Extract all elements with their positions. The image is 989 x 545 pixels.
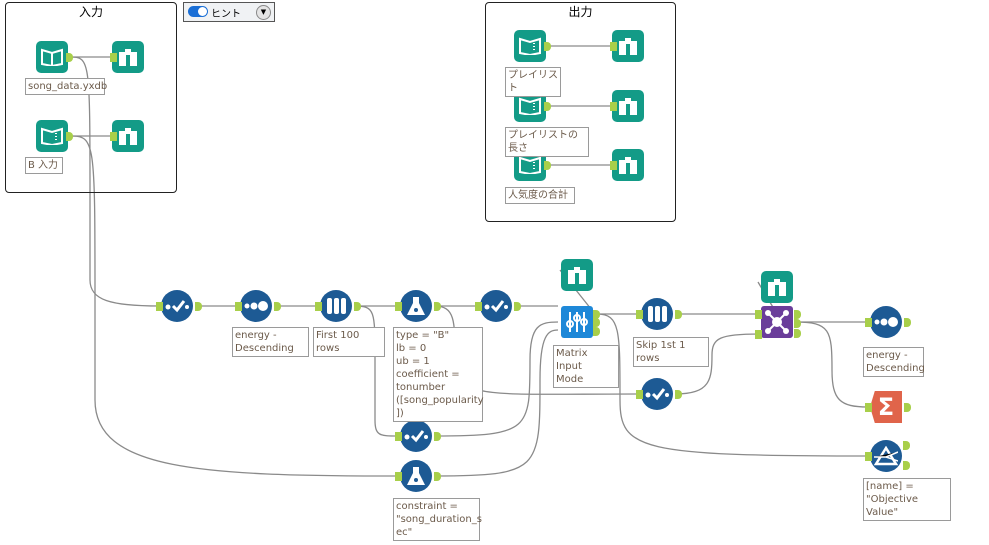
- input-anchor[interactable]: [395, 432, 402, 441]
- output-anchor[interactable]: [66, 53, 73, 62]
- browse-binoculars-icon[interactable]: [112, 41, 144, 73]
- output-anchor[interactable]: [274, 302, 281, 311]
- text-input-book-icon[interactable]: [36, 120, 68, 152]
- tool-annotation: プレイリストの長さ: [505, 127, 589, 157]
- output-anchor[interactable]: [434, 432, 441, 441]
- hint-label: ヒント: [211, 9, 241, 20]
- output-anchor[interactable]: [434, 302, 441, 311]
- input-data-book-icon[interactable]: [36, 41, 68, 73]
- formula-flask-icon[interactable]: [400, 290, 432, 322]
- browse-binoculars-icon[interactable]: [612, 90, 644, 122]
- sample-tubes-icon[interactable]: [320, 290, 352, 322]
- output-anchor[interactable]: [675, 310, 682, 319]
- join-left-anchor[interactable]: [755, 310, 762, 319]
- input-anchor[interactable]: [865, 452, 872, 461]
- select-check-icon[interactable]: [161, 290, 193, 322]
- output-anchor[interactable]: [544, 161, 551, 170]
- input-container[interactable]: 入力: [5, 2, 177, 193]
- select-check-icon[interactable]: [400, 420, 432, 452]
- tool-annotation: [name] = "Objective Value": [863, 478, 951, 521]
- input-anchor[interactable]: [110, 53, 117, 62]
- input-anchor[interactable]: [475, 302, 482, 311]
- tool-annotation: energy - Descending: [232, 327, 309, 357]
- input-anchor[interactable]: [636, 390, 643, 399]
- tool-annotation: song_data.yxdb: [25, 78, 107, 95]
- output-anchor[interactable]: [794, 329, 801, 338]
- output-anchor[interactable]: [544, 42, 551, 51]
- tool-annotation: プレイリスト: [505, 67, 561, 97]
- chevron-down-icon[interactable]: ▼: [256, 5, 271, 20]
- tool-annotation: energy - Descending: [863, 347, 925, 377]
- toggle-switch[interactable]: [188, 6, 208, 17]
- output-anchor[interactable]: [904, 403, 911, 412]
- output-anchor[interactable]: [354, 302, 361, 311]
- tool-annotation: 人気度の合計: [505, 187, 575, 204]
- output-anchor[interactable]: [675, 390, 682, 399]
- output-anchor[interactable]: [514, 302, 521, 311]
- input-anchor[interactable]: [610, 161, 617, 170]
- input-anchor[interactable]: [865, 318, 872, 327]
- input-anchor[interactable]: [235, 302, 242, 311]
- browse-binoculars-icon[interactable]: [612, 149, 644, 181]
- container-title: 出力: [568, 5, 593, 19]
- browse-binoculars-icon[interactable]: [761, 271, 793, 303]
- output-anchor[interactable]: [904, 318, 911, 327]
- tool-annotation: type = "B" lb = 0 ub = 1 coefficient = t…: [393, 327, 484, 422]
- input-anchor[interactable]: [110, 132, 117, 141]
- output-container[interactable]: 出力: [485, 2, 676, 222]
- output-anchor[interactable]: [593, 327, 600, 336]
- browse-binoculars-icon[interactable]: [612, 30, 644, 62]
- tool-annotation: Skip 1st 1 rows: [633, 337, 709, 367]
- input-anchor[interactable]: [865, 403, 872, 412]
- output-anchor[interactable]: [434, 472, 441, 481]
- hint-toggle[interactable]: ヒント ▼: [183, 2, 275, 22]
- input-anchor[interactable]: [156, 302, 163, 311]
- input-anchor[interactable]: [395, 472, 402, 481]
- output-anchor[interactable]: [593, 318, 600, 327]
- sort-dots-icon[interactable]: [240, 290, 272, 322]
- output-anchor[interactable]: [593, 310, 600, 319]
- text-input-book-icon[interactable]: [514, 30, 546, 62]
- container-title: 入力: [78, 5, 103, 19]
- tool-annotation: B 入力: [25, 157, 63, 174]
- select-check-icon[interactable]: [641, 378, 673, 410]
- output-anchor[interactable]: [544, 102, 551, 111]
- select-check-icon[interactable]: [480, 290, 512, 322]
- input-anchor[interactable]: [315, 302, 322, 311]
- output-anchor[interactable]: [794, 319, 801, 328]
- output-anchor[interactable]: [66, 132, 73, 141]
- summarize-sigma-icon[interactable]: Σ: [870, 391, 902, 423]
- join-hub-icon[interactable]: [761, 306, 793, 338]
- browse-binoculars-icon[interactable]: [561, 259, 593, 291]
- formula-flask-icon[interactable]: [400, 460, 432, 492]
- output-anchor[interactable]: [794, 310, 801, 319]
- sort-dots-icon[interactable]: [870, 306, 902, 338]
- filter-prism-icon[interactable]: [870, 440, 902, 472]
- input-anchor[interactable]: [636, 310, 643, 319]
- input-anchor[interactable]: [610, 42, 617, 51]
- optimization-sliders-icon[interactable]: [561, 306, 593, 338]
- join-right-anchor[interactable]: [755, 330, 762, 339]
- true-anchor[interactable]: [903, 441, 910, 450]
- input-anchor[interactable]: [610, 102, 617, 111]
- input-anchor[interactable]: [395, 302, 402, 311]
- browse-binoculars-icon[interactable]: [112, 120, 144, 152]
- false-anchor[interactable]: [903, 461, 910, 470]
- sample-tubes-icon[interactable]: [641, 298, 673, 330]
- output-anchor[interactable]: [195, 302, 202, 311]
- tool-annotation: First 100 rows: [313, 327, 385, 357]
- tool-annotation: Matrix Input Mode: [553, 345, 619, 388]
- tool-annotation: constraint = "song_duration_s ec": [393, 498, 482, 541]
